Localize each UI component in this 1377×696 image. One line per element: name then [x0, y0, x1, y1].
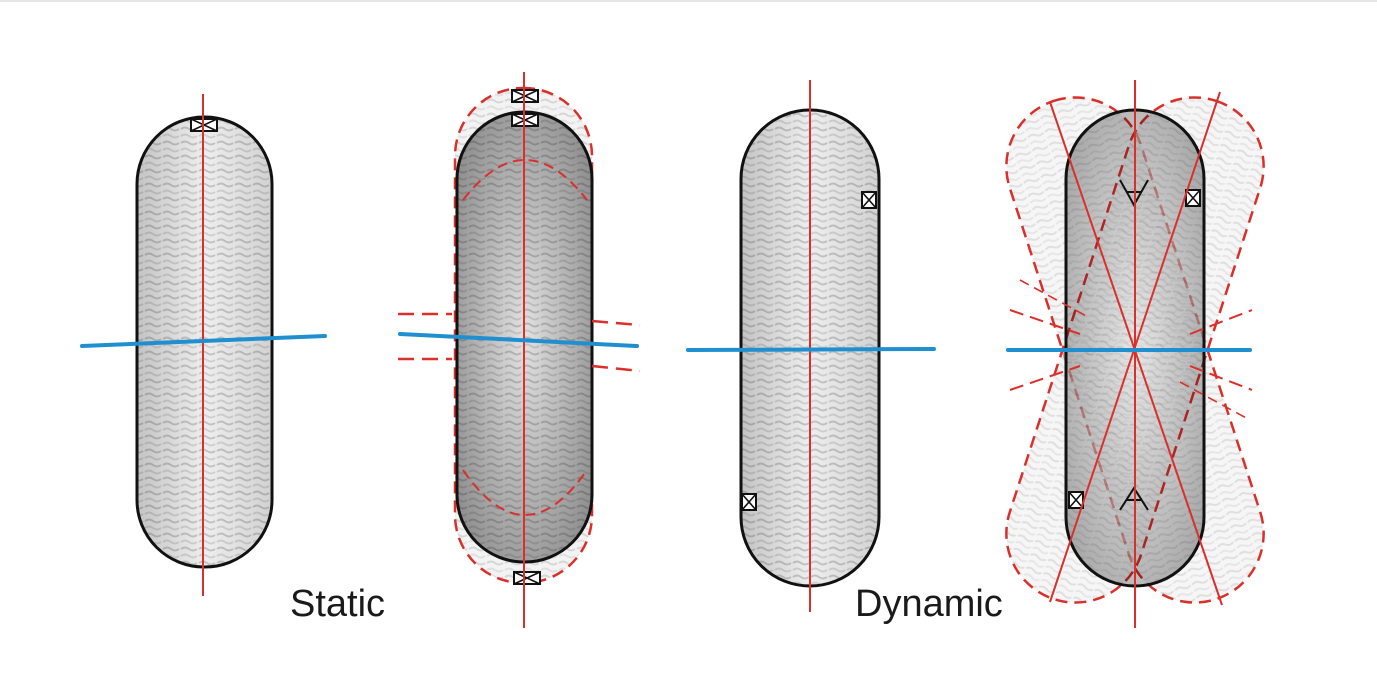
axle-line [398, 332, 639, 348]
caption-dynamic: Dynamic [855, 583, 1003, 625]
tire-dynamic-unbalanced [1005, 80, 1265, 628]
caption-static: Static [290, 583, 386, 625]
tire-dynamic-balanced [686, 80, 936, 612]
tire-static-unbalanced [398, 72, 641, 628]
balance-weight-icon [513, 571, 541, 585]
wobble-line [1049, 101, 1223, 606]
top-border [0, 0, 1377, 2]
balance-weight-icon [741, 493, 757, 511]
wobble-line [1049, 91, 1221, 603]
balance-weight-icon [1068, 491, 1084, 509]
axle-line [686, 347, 936, 352]
balance-weight-icon [1185, 189, 1201, 207]
tire-static-balanced [80, 94, 327, 596]
balance-weight-icon [861, 191, 877, 209]
axle-line [80, 334, 327, 348]
